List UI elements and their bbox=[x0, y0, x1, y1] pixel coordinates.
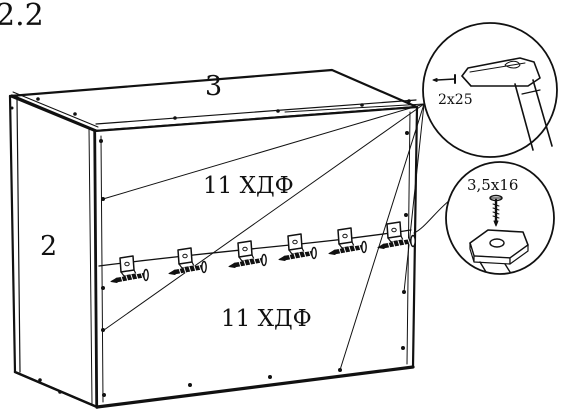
back-panel-lower-label: 11 ХДФ bbox=[221, 306, 312, 332]
screw-leader-line bbox=[413, 199, 451, 234]
back-panel-upper-label: 11 ХДФ bbox=[203, 173, 294, 199]
bracket-with-screw bbox=[110, 255, 149, 283]
top-nail-dots bbox=[36, 97, 411, 120]
screw-callout: 3,5x16 bbox=[445, 161, 555, 275]
nail-hammer-icon bbox=[432, 57, 553, 151]
nail-leader-lines bbox=[102, 103, 425, 371]
bracket-row bbox=[110, 221, 416, 283]
bracket-with-screw bbox=[228, 240, 267, 268]
bracket-with-screw bbox=[278, 233, 317, 261]
nail-callout-circle bbox=[422, 22, 558, 158]
step-number: 2.2 bbox=[0, 0, 44, 33]
bracket-with-screw bbox=[328, 227, 367, 255]
bracket-with-screw bbox=[168, 247, 207, 275]
screw-bracket-icon bbox=[469, 194, 529, 273]
nail-callout: 2x25 bbox=[422, 22, 558, 158]
screw-spec-label: 3,5x16 bbox=[467, 176, 518, 194]
cabinet bbox=[8, 68, 451, 409]
top-panel-label: 3 bbox=[205, 71, 222, 102]
nail-spec-label: 2x25 bbox=[438, 92, 473, 108]
bracket-with-screw bbox=[377, 221, 416, 249]
back-panel bbox=[13, 105, 419, 409]
side-panel-label: 2 bbox=[40, 231, 57, 262]
